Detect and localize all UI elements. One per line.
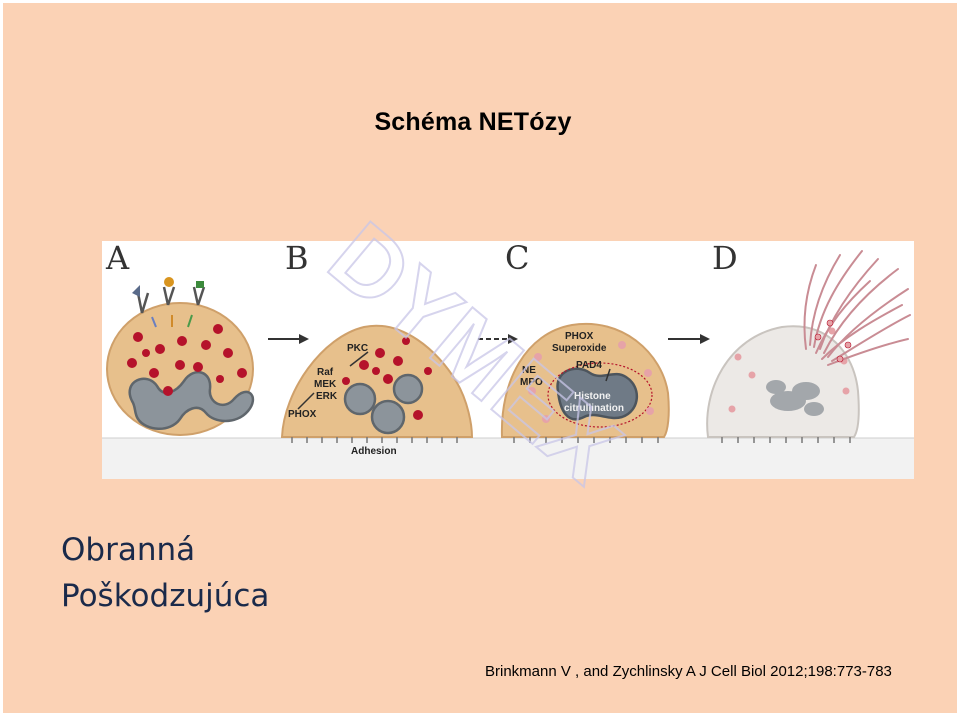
bullet-list: Obranná Poškodzujúca — [61, 527, 269, 619]
label-pkc: PKC — [347, 343, 368, 354]
label-mpo: MPO — [520, 377, 543, 388]
net-fibers — [803, 250, 911, 366]
label-citrullination: citrullination — [564, 403, 624, 414]
cell-d — [706, 250, 911, 443]
arrow-icon — [268, 334, 309, 344]
netosis-figure: A B C D — [102, 241, 914, 479]
cell-a — [106, 277, 255, 436]
panel-label-d: D — [712, 241, 738, 277]
granule — [528, 341, 654, 423]
granule — [814, 319, 852, 363]
label-phox-c: PHOX — [565, 331, 594, 342]
label-histone: Histone — [574, 391, 611, 402]
label-mek: MEK — [314, 379, 337, 390]
granule — [728, 327, 850, 413]
bullet-item: Poškodzujúca — [61, 578, 270, 614]
slide-title: Schéma NETózy — [374, 108, 572, 136]
nucleus — [343, 373, 424, 435]
label-ne: NE — [522, 365, 536, 376]
nucleus — [766, 380, 824, 416]
nucleus — [556, 367, 638, 421]
granule — [127, 324, 247, 396]
label-superoxide: Superoxide — [552, 343, 607, 354]
label-raf: Raf — [317, 367, 334, 378]
cell-c: PHOX Superoxide PAD4 NE MPO Histone citr… — [500, 322, 670, 443]
label-pad4: PAD4 — [576, 360, 602, 371]
cell-b: PKC Raf MEK ERK PHOX Adhesion — [280, 324, 474, 457]
substrate-strip — [102, 438, 914, 479]
granule — [342, 337, 432, 420]
citation: Brinkmann V , and Zychlinsky A J Cell Bi… — [485, 663, 892, 680]
bullet-item: Obranná — [61, 532, 196, 568]
receptor-icon — [136, 286, 206, 314]
label-adhesion: Adhesion — [351, 446, 397, 457]
label-phox-b: PHOX — [288, 409, 317, 420]
panel-label-a: A — [105, 241, 130, 277]
panel-label-b: B — [285, 241, 309, 277]
arrow-icon — [668, 334, 710, 344]
label-erk: ERK — [316, 391, 338, 402]
arrow-icon — [478, 334, 518, 344]
panel-label-c: C — [505, 241, 529, 277]
